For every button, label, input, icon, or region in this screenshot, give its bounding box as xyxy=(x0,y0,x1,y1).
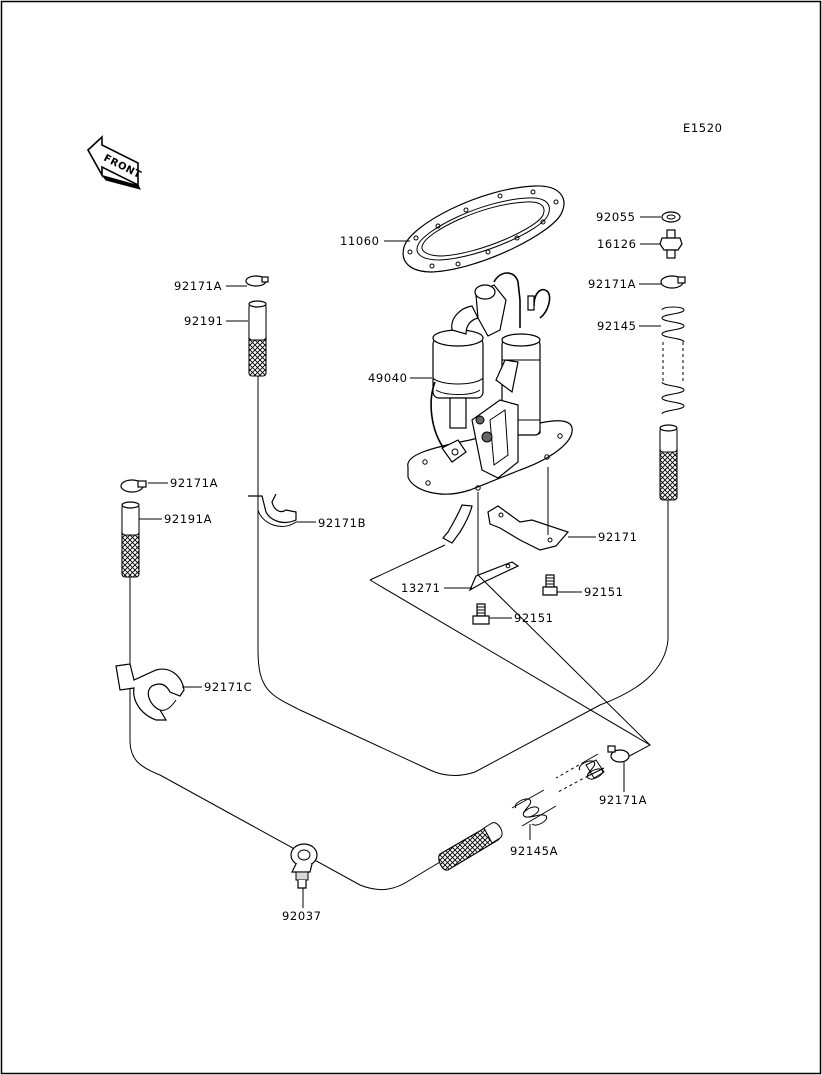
hose-lower xyxy=(438,822,503,871)
plate-13271 xyxy=(468,561,520,592)
label-92037: 92037 xyxy=(282,909,322,923)
bracket-92171 xyxy=(487,467,570,551)
label-92145: 92145 xyxy=(597,319,637,333)
hose-right xyxy=(659,424,678,501)
label-92171A-bottom: 92171A xyxy=(599,793,647,807)
label-49040: 49040 xyxy=(368,371,408,385)
clip-92171B xyxy=(248,493,297,527)
hose-92191 xyxy=(248,300,267,377)
label-92055: 92055 xyxy=(596,210,636,224)
bolt-92151-left xyxy=(472,603,490,625)
label-92171B: 92171B xyxy=(318,516,366,530)
clamp-92171A-bottom xyxy=(607,745,630,763)
fitting-16126 xyxy=(659,229,683,259)
clamp-92171A-right xyxy=(660,275,686,289)
label-92171A-left: 92171A xyxy=(170,476,218,490)
spring-92145 xyxy=(661,306,685,415)
clamp-92171A-top-left xyxy=(245,275,269,287)
label-92151-left: 92151 xyxy=(514,611,554,625)
washer-92055 xyxy=(661,211,681,223)
clip-92171C xyxy=(115,663,185,721)
diagram-code: E1520 xyxy=(683,121,723,135)
gasket-11060 xyxy=(402,185,565,273)
spring-92145A xyxy=(511,753,605,827)
clamp-92171A-left xyxy=(120,479,147,493)
label-92171C: 92171C xyxy=(204,680,252,694)
label-92171A-top-left: 92171A xyxy=(174,279,222,293)
bolt-92151-right xyxy=(542,574,558,596)
label-16126: 16126 xyxy=(597,237,637,251)
label-92145A: 92145A xyxy=(510,844,558,858)
label-92191: 92191 xyxy=(184,314,224,328)
label-92171A-right: 92171A xyxy=(588,277,636,291)
hose-92191A xyxy=(121,501,140,578)
label-13271: 13271 xyxy=(401,581,441,595)
label-92191A: 92191A xyxy=(164,512,212,526)
label-92151-right: 92151 xyxy=(584,585,624,599)
label-11060: 11060 xyxy=(340,234,380,248)
label-92171: 92171 xyxy=(598,530,638,544)
fuel-pump-49040 xyxy=(407,272,573,575)
banjo-bolt-92037 xyxy=(290,843,318,889)
front-arrow-icon: FRONT xyxy=(86,135,143,190)
